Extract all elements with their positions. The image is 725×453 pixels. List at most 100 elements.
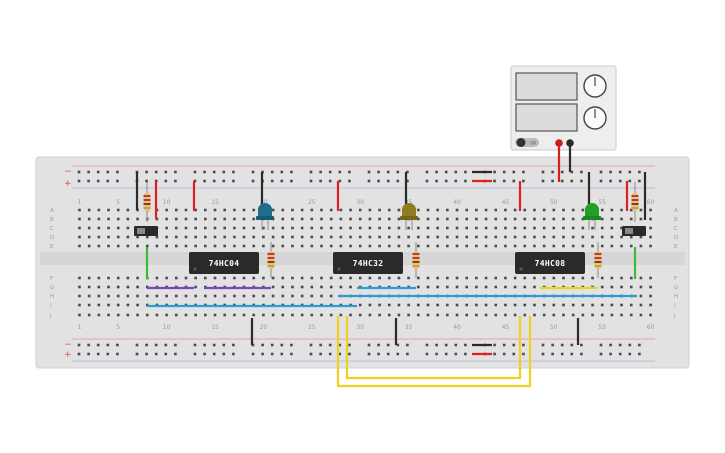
breadboard-hole[interactable] [581, 217, 585, 221]
rail-hole[interactable] [290, 343, 293, 347]
breadboard-hole[interactable] [436, 226, 439, 230]
breadboard-hole[interactable] [204, 313, 207, 317]
breadboard-hole[interactable] [78, 276, 81, 280]
rail-hole[interactable] [464, 179, 467, 183]
breadboard-hole[interactable] [78, 313, 81, 317]
rail-hole[interactable] [338, 170, 342, 174]
breadboard-hole[interactable] [349, 226, 352, 230]
breadboard-hole[interactable] [339, 244, 343, 248]
breadboard-hole[interactable] [562, 276, 565, 280]
breadboard-hole[interactable] [571, 208, 575, 212]
rail-hole[interactable] [618, 179, 622, 183]
rail-hole[interactable] [135, 352, 139, 356]
breadboard-hole[interactable] [97, 303, 101, 307]
breadboard-hole[interactable] [300, 235, 304, 239]
breadboard-hole[interactable] [320, 285, 323, 289]
breadboard-hole[interactable] [116, 313, 120, 317]
breadboard-hole[interactable] [639, 235, 643, 239]
breadboard-hole[interactable] [107, 217, 110, 221]
breadboard-hole[interactable] [349, 208, 352, 212]
breadboard-hole[interactable] [349, 313, 352, 317]
rail-hole[interactable] [454, 179, 458, 183]
breadboard-hole[interactable] [426, 235, 430, 239]
rail-hole[interactable] [454, 352, 458, 356]
rail-hole[interactable] [638, 170, 641, 174]
breadboard-hole[interactable] [358, 208, 362, 212]
breadboard-hole[interactable] [426, 244, 430, 248]
breadboard-hole[interactable] [136, 285, 139, 289]
rail-hole[interactable] [638, 179, 641, 183]
breadboard-hole[interactable] [358, 217, 362, 221]
rail-hole[interactable] [377, 343, 380, 347]
breadboard-hole[interactable] [446, 276, 449, 280]
breadboard-hole[interactable] [600, 217, 604, 221]
resistor[interactable] [631, 182, 639, 222]
breadboard-hole[interactable] [87, 208, 91, 212]
breadboard-hole[interactable] [629, 217, 633, 221]
breadboard-hole[interactable] [78, 235, 81, 239]
breadboard-hole[interactable] [610, 303, 614, 307]
breadboard-hole[interactable] [465, 244, 468, 248]
breadboard-hole[interactable] [126, 303, 130, 307]
breadboard-hole[interactable] [610, 235, 614, 239]
breadboard-hole[interactable] [339, 208, 343, 212]
rail-hole[interactable] [96, 179, 100, 183]
breadboard-hole[interactable] [417, 276, 420, 280]
resistor[interactable] [267, 242, 275, 278]
breadboard-hole[interactable] [475, 303, 478, 307]
breadboard-hole[interactable] [223, 294, 226, 298]
rail-hole[interactable] [251, 352, 255, 356]
breadboard-hole[interactable] [310, 313, 314, 317]
breadboard-hole[interactable] [78, 226, 81, 230]
breadboard-hole[interactable] [610, 226, 614, 230]
breadboard-hole[interactable] [407, 244, 410, 248]
breadboard-hole[interactable] [87, 226, 91, 230]
slide-switch-right[interactable] [622, 226, 646, 236]
rail-hole[interactable] [512, 352, 516, 356]
breadboard-hole[interactable] [194, 294, 197, 298]
rail-hole[interactable] [435, 179, 438, 183]
breadboard-hole[interactable] [600, 285, 604, 289]
breadboard-hole[interactable] [107, 244, 110, 248]
breadboard-hole[interactable] [475, 226, 478, 230]
breadboard-hole[interactable] [233, 235, 236, 239]
breadboard-hole[interactable] [233, 217, 236, 221]
rail-hole[interactable] [212, 179, 216, 183]
breadboard-hole[interactable] [600, 235, 604, 239]
breadboard-hole[interactable] [116, 294, 120, 298]
breadboard-hole[interactable] [358, 313, 362, 317]
breadboard-hole[interactable] [455, 276, 459, 280]
breadboard-hole[interactable] [455, 313, 459, 317]
rail-hole[interactable] [116, 179, 119, 183]
breadboard-hole[interactable] [407, 235, 410, 239]
breadboard-hole[interactable] [436, 276, 439, 280]
breadboard-hole[interactable] [465, 217, 468, 221]
breadboard-hole[interactable] [446, 244, 449, 248]
breadboard-hole[interactable] [387, 226, 391, 230]
rail-hole[interactable] [396, 343, 400, 347]
breadboard-hole[interactable] [78, 244, 81, 248]
rail-hole[interactable] [541, 352, 545, 356]
chip-74hc32[interactable]: 74HC32 [333, 252, 403, 274]
breadboard-hole[interactable] [291, 294, 294, 298]
breadboard-hole[interactable] [513, 313, 517, 317]
breadboard-hole[interactable] [252, 276, 256, 280]
rail-hole[interactable] [280, 179, 284, 183]
breadboard-hole[interactable] [436, 208, 439, 212]
breadboard-hole[interactable] [629, 208, 633, 212]
breadboard-hole[interactable] [368, 217, 372, 221]
breadboard-hole[interactable] [339, 313, 343, 317]
breadboard-hole[interactable] [97, 217, 101, 221]
breadboard-hole[interactable] [242, 244, 246, 248]
breadboard-hole[interactable] [523, 235, 527, 239]
breadboard-hole[interactable] [358, 244, 362, 248]
rail-hole[interactable] [599, 170, 603, 174]
breadboard-hole[interactable] [87, 235, 91, 239]
rail-hole[interactable] [444, 343, 448, 347]
rail-hole[interactable] [396, 179, 400, 183]
breadboard-hole[interactable] [339, 235, 343, 239]
breadboard-hole[interactable] [87, 294, 91, 298]
breadboard-hole[interactable] [610, 217, 614, 221]
green-led[interactable] [583, 203, 601, 230]
rail-hole[interactable] [406, 352, 409, 356]
